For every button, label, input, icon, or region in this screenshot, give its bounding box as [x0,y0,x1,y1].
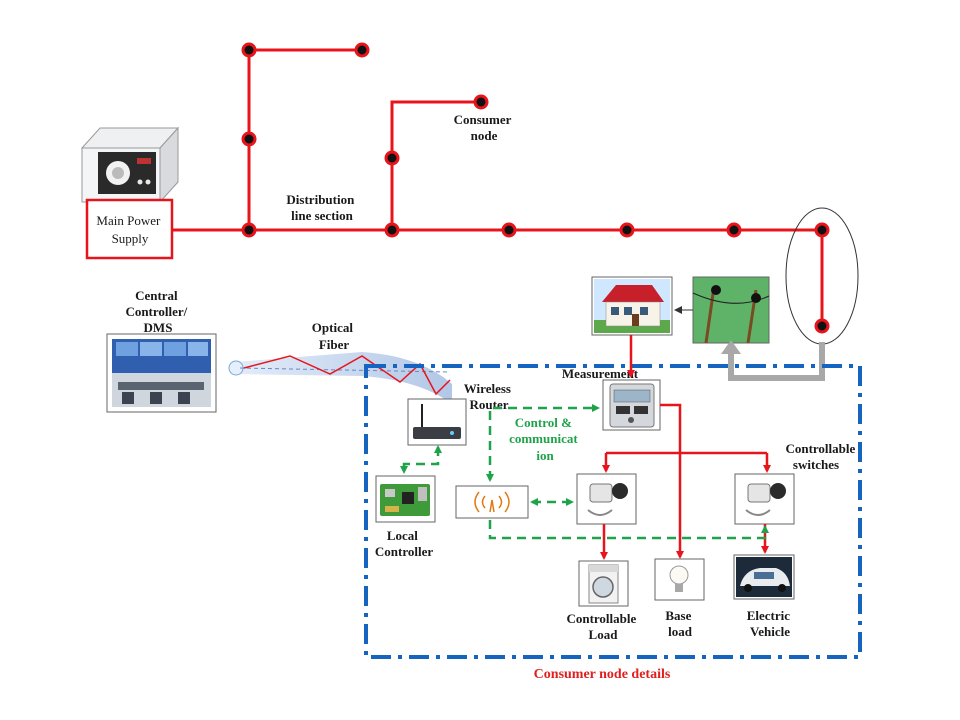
washing-machine-image [578,560,629,607]
consumer-node-details-boundary [364,364,862,659]
utility-pole-frame [692,276,770,344]
electric-vehicle-image [733,554,795,600]
electric-vehicle-label: Electric Vehicle [747,608,794,639]
router-to-local-controller-link [400,445,442,474]
node-dot [241,131,257,147]
feeder-to-pole-arrowhead [721,340,741,354]
node-dot [814,318,830,334]
line-nodes [241,42,830,334]
measurement-label: Measurement [562,366,639,381]
central-controller-label: Central Controller/ DMS [125,288,190,335]
optical-fiber-graphic [228,352,452,404]
optical-fiber-label: Optical Fiber [312,320,356,352]
light-bulb-image [654,558,705,601]
main-power-supply-box [85,198,174,260]
base-load-label: Base load [665,608,694,639]
controllable-switches-label: Controllable switches [785,441,858,472]
node-dot [354,42,370,58]
local-controller-image [375,475,436,523]
node-dot [384,150,400,166]
node-dot [726,222,742,238]
branch-line-2 [390,100,481,230]
main-power-supply: Main Power Supply [80,126,180,260]
control-communication-links [400,404,769,540]
distribution-network [172,42,859,345]
controllable-load-label: Controllable Load [566,611,639,642]
control-communication-label: Control & communicat ion [509,415,581,463]
ap-to-meter-link [486,404,600,482]
consumer-node-label: Consumer node [454,112,515,143]
node-dot [241,42,257,58]
main-power-supply-label: Main Power Supply [96,213,163,246]
wifi-access-point-image [455,485,529,519]
power-supply-icon [80,126,180,204]
controllable-switch-1-image [576,473,637,525]
house-image [591,276,673,336]
node-dot [501,222,517,238]
smart-meter-image [602,379,661,431]
wireless-router-label: Wireless Router [464,381,514,412]
consumer-node-dot [473,94,489,110]
node-dot [619,222,635,238]
controllable-switch-2-image [734,473,795,525]
feeder-to-pole-arrow [728,342,825,381]
meter-to-base-load-arrow [660,403,684,559]
node-dot [814,222,830,238]
node-dot [241,222,257,238]
node-dot [384,222,400,238]
utility-pole-image [692,276,770,344]
ap-to-switch-2-link [488,520,769,540]
distribution-line-label: Distribution line section [286,192,357,223]
control-room-image [106,333,217,413]
consumer-node-details-caption: Consumer node details [534,667,671,682]
wireless-router-image [407,398,467,446]
local-controller-label: Local Controller [375,528,433,559]
